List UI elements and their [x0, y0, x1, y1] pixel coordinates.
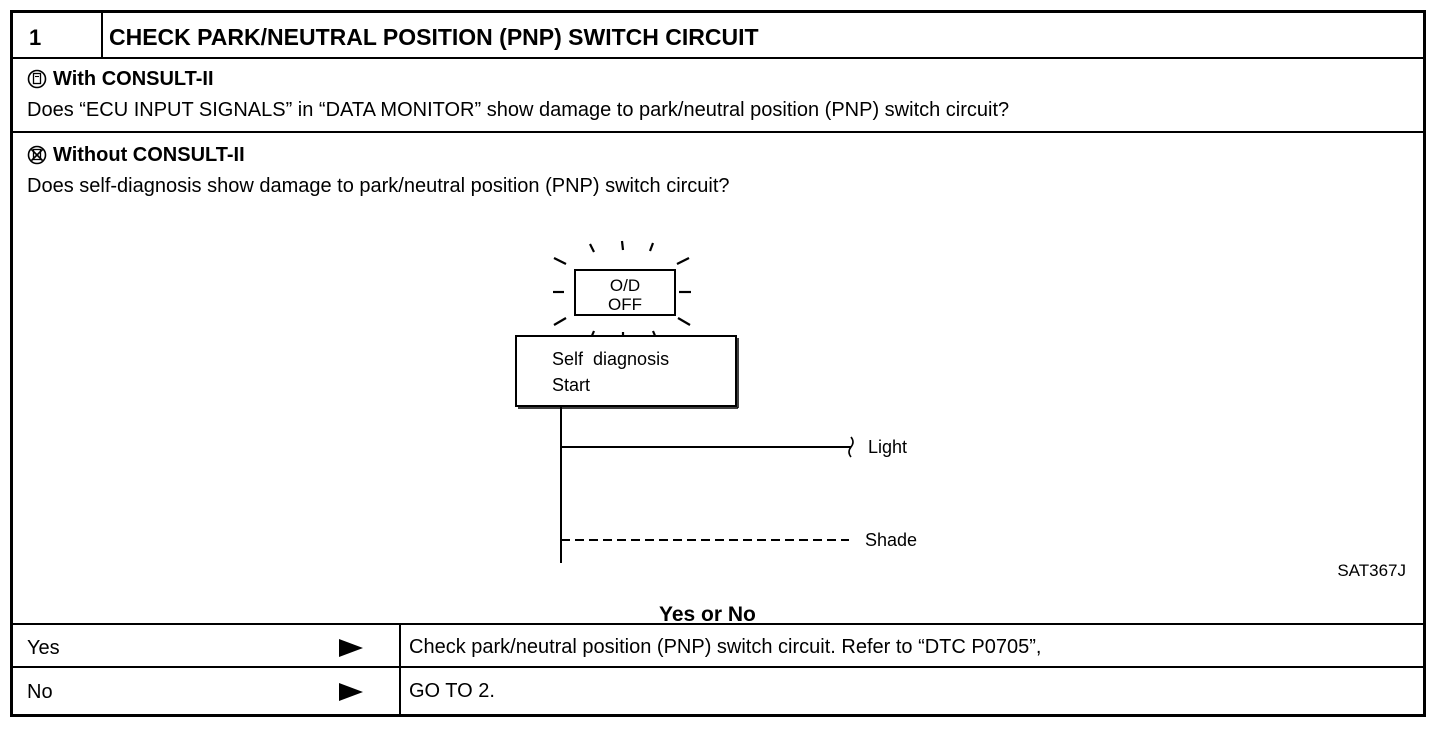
self-diagnosis-figure: O/D OFF Self diagnosis Start Light Shade…	[515, 240, 1406, 580]
shade-label: Shade	[865, 530, 917, 550]
arrow-icon	[339, 639, 363, 662]
figure-code: SAT367J	[1337, 561, 1406, 580]
lamp-line1: O/D	[610, 276, 640, 295]
without-consult-question: Does self-diagnosis show damage to park/…	[27, 175, 730, 197]
decision-divider	[399, 625, 401, 670]
answer-no: No	[27, 681, 53, 703]
od-off-lamp	[574, 269, 676, 316]
with-consult-heading: With CONSULT-II	[53, 68, 214, 90]
without-consult-row: Without CONSULT-II Does self-diagnosis s…	[13, 133, 1423, 626]
decision-row-yes: Yes Check park/neutral position (PNP) sw…	[13, 623, 1423, 670]
no-consult-tool-icon	[27, 145, 47, 165]
with-consult-question: Does “ECU INPUT SIGNALS” in “DATA MONITO…	[27, 99, 1010, 121]
box-line1: Self diagnosis	[552, 349, 669, 369]
answer-yes: Yes	[27, 637, 60, 659]
self-diagnosis-box	[515, 335, 737, 407]
lamp-line2: OFF	[608, 295, 642, 314]
step-header-row: 1 CHECK PARK/NEUTRAL POSITION (PNP) SWIT…	[13, 13, 1423, 59]
consult-tool-icon	[27, 69, 47, 89]
decision-divider	[399, 668, 401, 714]
arrow-icon	[339, 683, 363, 706]
with-consult-row: With CONSULT-II Does “ECU INPUT SIGNALS”…	[13, 59, 1423, 133]
diagnostic-step-table: 1 CHECK PARK/NEUTRAL POSITION (PNP) SWIT…	[10, 10, 1426, 717]
action-yes: Check park/neutral position (PNP) switch…	[409, 636, 1042, 658]
light-label: Light	[868, 437, 907, 457]
decision-row-no: No GO TO 2.	[13, 668, 1423, 714]
step-number: 1	[29, 25, 42, 50]
action-no: GO TO 2.	[409, 680, 495, 702]
decision-heading: Yes or No	[659, 603, 756, 626]
header-divider	[101, 13, 103, 57]
flashing-rays	[553, 240, 691, 340]
without-consult-heading: Without CONSULT-II	[53, 144, 245, 166]
step-title: CHECK PARK/NEUTRAL POSITION (PNP) SWITCH…	[109, 24, 759, 50]
box-line2: Start	[552, 375, 590, 395]
